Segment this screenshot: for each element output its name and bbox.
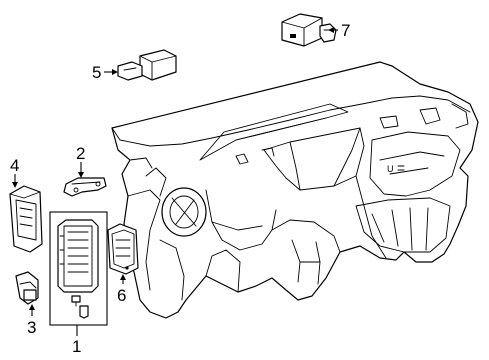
callout-3: 3 [27, 318, 36, 337]
part-2-bracket: 2 [63, 144, 107, 197]
part-6-module: 6 [107, 223, 139, 305]
callout-7: 7 [341, 21, 350, 40]
part-3-connector: 3 [15, 271, 39, 337]
part-1-bounding-box [49, 211, 108, 326]
callout-5: 5 [92, 63, 101, 82]
panel-marking: U [387, 164, 394, 174]
part-5-sensor: 5 [92, 49, 177, 82]
callout-4: 4 [10, 156, 19, 175]
part-4-module: 4 [9, 156, 43, 253]
instrument-panel: U [111, 61, 479, 319]
callout-6: 6 [117, 286, 126, 305]
callout-1: 1 [72, 337, 81, 356]
part-1-assembly: 1 [49, 211, 108, 356]
callout-2: 2 [76, 144, 85, 163]
part-1-clip [79, 305, 89, 319]
part-7-connector: 7 [281, 13, 350, 47]
